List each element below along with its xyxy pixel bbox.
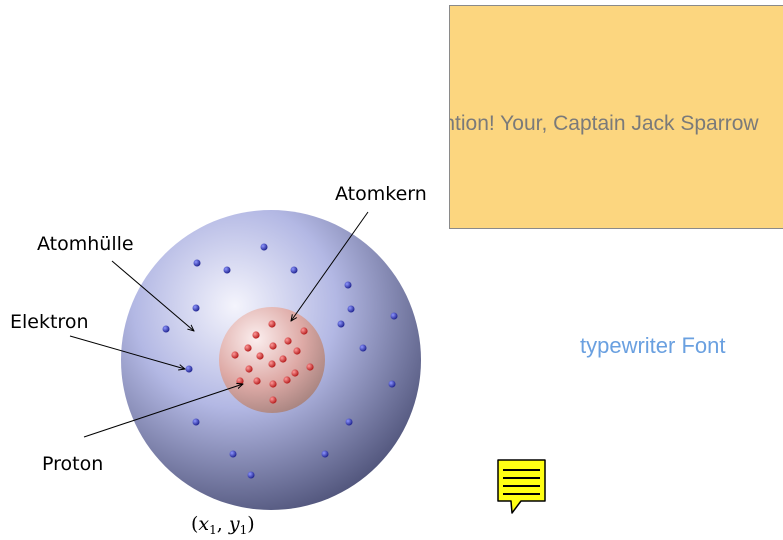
popup-text: Attention! Your, Captain Jack Sparrow	[450, 112, 759, 135]
electron	[359, 344, 367, 352]
electron	[260, 243, 268, 251]
proton	[283, 376, 291, 384]
electron	[193, 259, 201, 267]
electron	[337, 320, 345, 328]
arrow-atomkern	[291, 211, 369, 321]
electron	[388, 380, 396, 388]
electron	[390, 312, 398, 320]
proton	[279, 355, 287, 363]
sticky-note-icon[interactable]	[497, 459, 549, 515]
electrons	[162, 243, 398, 479]
proton	[300, 327, 308, 335]
electron	[347, 305, 355, 313]
label-atomhuelle: Atomhülle	[37, 233, 134, 255]
electron	[192, 304, 200, 312]
arrow-proton	[83, 384, 243, 438]
electron	[192, 418, 200, 426]
proton	[268, 320, 276, 328]
popup-note: Attention! Your, Captain Jack Sparrow	[449, 5, 783, 229]
atom-nucleus	[219, 307, 325, 413]
proton	[245, 365, 253, 373]
electron	[223, 266, 231, 274]
arrow-atomhuelle	[111, 260, 194, 331]
pointer-arrows	[69, 211, 369, 438]
proton	[269, 396, 277, 404]
label-atomkern: Atomkern	[335, 183, 427, 205]
proton	[244, 344, 252, 352]
proton	[231, 351, 239, 359]
electron	[185, 365, 193, 373]
electron	[247, 471, 255, 479]
proton	[253, 377, 261, 385]
electron	[229, 450, 237, 458]
proton	[256, 352, 264, 360]
label-elektron: Elektron	[10, 311, 89, 333]
proton	[236, 377, 244, 385]
proton	[252, 331, 260, 339]
typewriter-text: typewriter Font	[580, 333, 726, 358]
electron	[162, 325, 170, 333]
label-proton: Proton	[42, 453, 103, 475]
proton	[284, 337, 292, 345]
proton	[269, 380, 277, 388]
electron	[321, 450, 329, 458]
proton	[293, 347, 301, 355]
arrow-elektron	[69, 335, 185, 369]
proton	[269, 342, 277, 350]
electron	[290, 266, 298, 274]
proton	[291, 369, 299, 377]
protons	[231, 320, 314, 404]
proton	[268, 360, 276, 368]
electron	[344, 281, 352, 289]
coordinate-label: (x1, y1)	[191, 513, 255, 537]
electron	[345, 418, 353, 426]
proton	[306, 363, 314, 371]
